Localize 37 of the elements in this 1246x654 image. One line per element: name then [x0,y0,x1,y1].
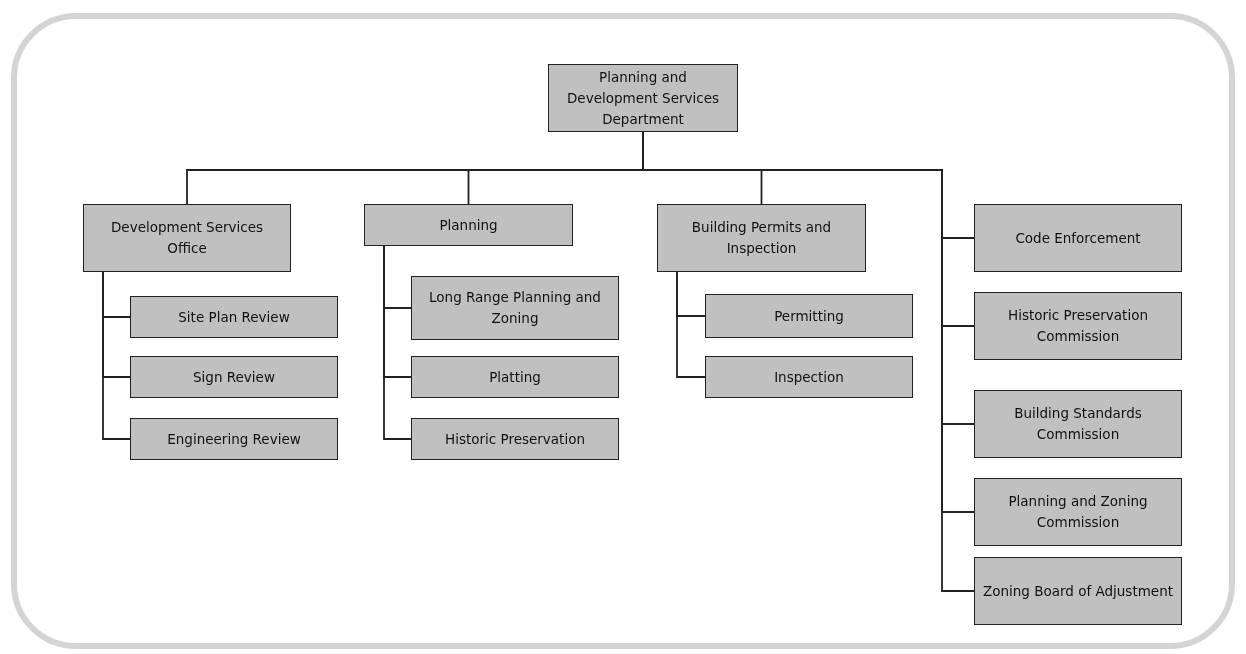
unit-name: Building Standards Commission [1013,404,1143,444]
org-unit-box [364,204,573,246]
org-unit-box [705,294,913,338]
org-unit-box [974,292,1182,360]
org-unit-box [83,204,291,272]
org-unit-box [705,356,913,398]
unit-name: Site Plan Review [178,307,290,327]
org-unit-box [411,276,619,340]
unit-name: Inspection [774,367,844,387]
org-unit-box [130,296,338,338]
org-unit-box [974,204,1182,272]
unit-name: Zoning Board of Adjustment [983,581,1173,601]
org-unit-box [130,356,338,398]
unit-name: Platting [489,367,541,387]
unit-name: Permitting [774,306,844,326]
connector-line [676,271,706,378]
org-unit-box [130,418,338,460]
unit-name: Sign Review [193,367,275,387]
connector-line [102,271,131,440]
org-unit-box [548,64,738,132]
org-unit-box [411,418,619,460]
org-unit-box [657,204,866,272]
unit-name: Historic Preservation Commission [1007,306,1149,346]
unit-name: Long Range Planning and Zoning [428,288,602,328]
connector-line [383,245,412,440]
unit-name: Engineering Review [167,429,301,449]
org-unit-box [974,557,1182,625]
unit-name: Planning and Zoning Commission [1007,492,1149,532]
org-unit-box [411,356,619,398]
unit-name: Historic Preservation [445,429,585,449]
unit-name: Planning [439,215,498,235]
org-unit-box [974,390,1182,458]
unit-name: Planning and Development Services Department [565,67,721,129]
unit-name: Code Enforcement [1015,228,1141,248]
unit-name: Development Services Office [109,218,265,258]
org-unit-box [974,478,1182,546]
unit-name: Building Permits and Inspection [690,218,833,258]
